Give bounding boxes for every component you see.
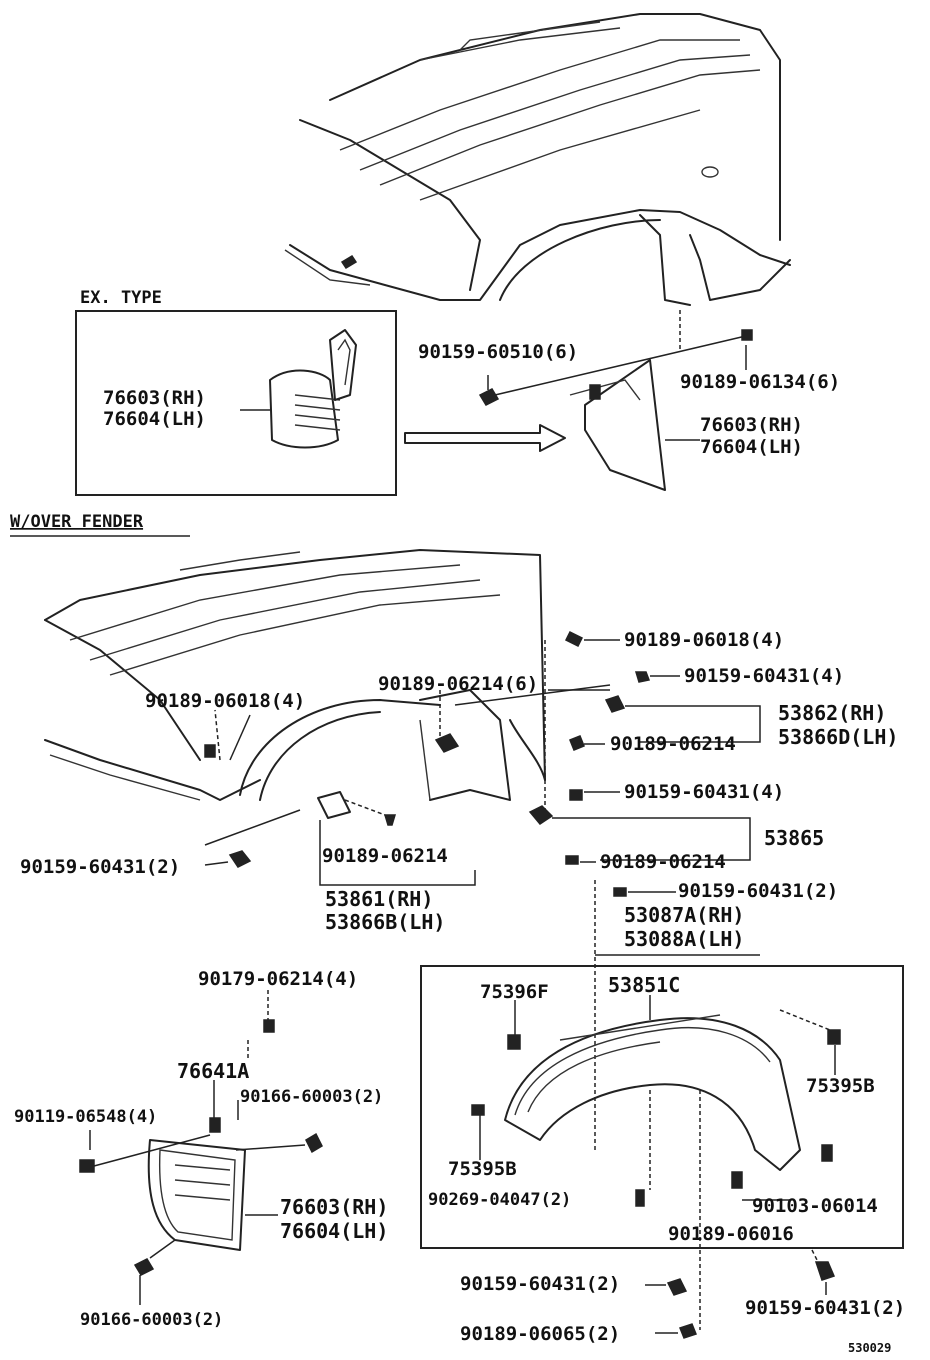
label-90159-60431-f: 90159-60431(2) <box>745 1297 905 1319</box>
label-53862: 53862(RH) <box>778 701 886 725</box>
label-90166-60003-b: 90166-60003(2) <box>80 1310 223 1330</box>
label-90159-60431-a: 90159-60431(4) <box>684 665 844 687</box>
label-90166-60003-a: 90166-60003(2) <box>240 1087 383 1107</box>
label-bottom-76603: 76603(RH) <box>280 1195 388 1219</box>
top-fender-illustration <box>284 13 791 306</box>
mudguard-ex-type <box>269 369 339 449</box>
over-fender-part <box>471 995 841 1250</box>
label-ex-76603: 76603(RH) <box>103 387 206 409</box>
label-90159-60431-e: 90159-60431(2) <box>460 1273 620 1295</box>
label-90159-60431-d: 90159-60431(2) <box>20 856 180 878</box>
label-90189-06214-6: 90189-06214(6) <box>378 673 538 695</box>
label-53087a: 53087A(RH) <box>624 903 744 927</box>
over-fender-frame <box>420 965 904 1249</box>
label-90189-06134: 90189-06134(6) <box>680 371 840 393</box>
arrow-to-mudflap <box>404 424 566 452</box>
label-90179-06214: 90179-06214(4) <box>198 968 358 990</box>
label-53861: 53861(RH) <box>325 887 433 911</box>
label-90189-06065: 90189-06065(2) <box>460 1323 620 1345</box>
ex-type-heading: EX. TYPE <box>80 288 162 308</box>
label-90159-60431-b: 90159-60431(4) <box>624 781 784 803</box>
label-75395b-left: 75395B <box>448 1158 517 1180</box>
label-75395b-right: 75395B <box>806 1075 875 1097</box>
label-90119-06548: 90119-06548(4) <box>14 1107 157 1127</box>
label-53866d: 53866D(LH) <box>778 725 898 749</box>
label-90159-60510: 90159-60510(6) <box>418 341 578 363</box>
bracket-53861 <box>204 791 476 886</box>
label-90189-06018-a: 90189-06018(4) <box>624 629 784 651</box>
label-90103-06014: 90103-06014 <box>752 1195 878 1217</box>
nut-90159-60431-icon <box>634 671 651 683</box>
ex-type-detail-box: EX. TYPE 76603(RH) 76604(LH) <box>75 288 397 496</box>
label-top-76604: 76604(LH) <box>700 436 803 458</box>
label-top-76603: 76603(RH) <box>700 414 803 436</box>
ex-type-frame <box>75 310 397 496</box>
label-90189-06016: 90189-06016 <box>668 1223 794 1245</box>
label-90159-60431-c: 90159-60431(2) <box>678 880 838 902</box>
label-53865: 53865 <box>764 826 824 850</box>
label-53851c: 53851C <box>608 973 680 997</box>
w-over-fender-heading: W/OVER FENDER <box>10 512 144 532</box>
label-76641a: 76641A <box>177 1059 249 1083</box>
label-90189-06214-a: 90189-06214 <box>610 733 736 755</box>
label-53866b: 53866B(LH) <box>325 910 445 934</box>
lower-mudflap <box>79 990 323 1305</box>
label-75396f: 75396F <box>480 981 549 1003</box>
label-90189-06214-c: 90189-06214 <box>322 845 448 867</box>
label-ex-76604: 76604(LH) <box>103 408 206 430</box>
label-53088a: 53088A(LH) <box>624 927 744 951</box>
middle-fender-illustration <box>44 549 546 801</box>
label-90269-04047: 90269-04047(2) <box>428 1190 571 1210</box>
figure-code: 530029 <box>848 1341 891 1355</box>
label-90189-06018-b: 90189-06018(4) <box>145 690 305 712</box>
clip-90189-06018-icon <box>564 630 584 648</box>
label-90189-06214-b: 90189-06214 <box>600 851 726 873</box>
label-bottom-76604: 76604(LH) <box>280 1219 388 1243</box>
top-mudflap <box>478 310 753 491</box>
